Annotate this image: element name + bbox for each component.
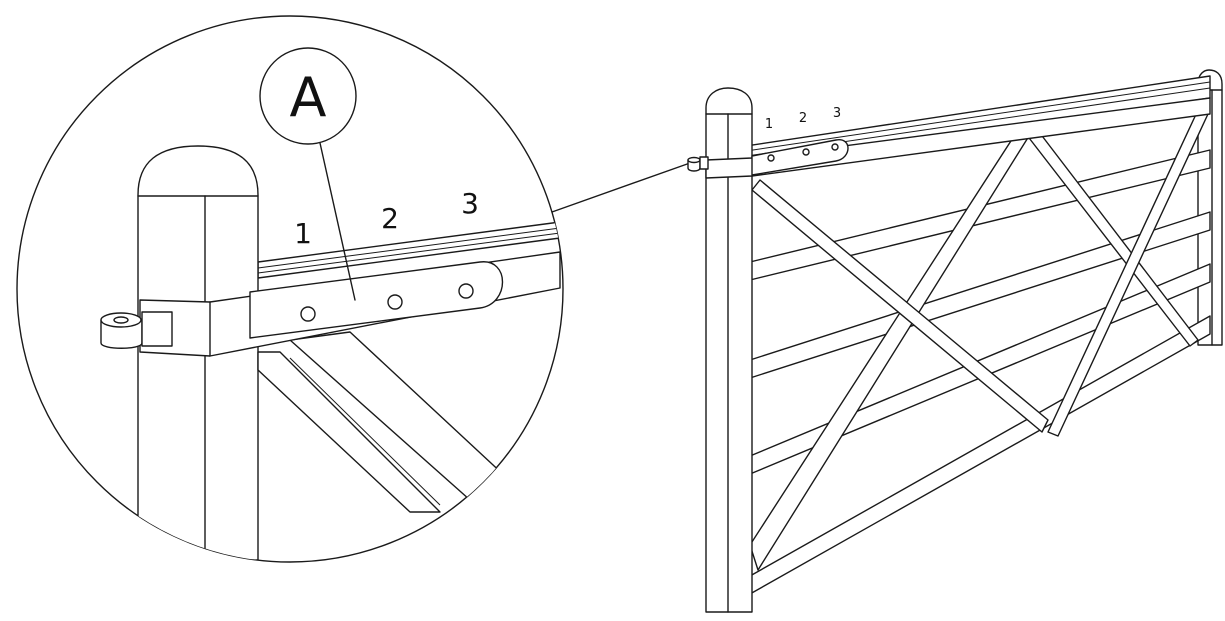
gate-hole-label-3: 3 (833, 106, 841, 121)
detail-brace (257, 331, 521, 513)
detail-hole-3 (458, 283, 474, 299)
hinge-post (705, 87, 753, 613)
detail-hole-2 (387, 294, 403, 310)
detail-hole-label-3: 3 (461, 187, 479, 220)
gate-assembly: 1 2 3 (687, 69, 1223, 613)
gate-hole-label-2: 2 (799, 111, 807, 126)
callout-a-label: A (290, 66, 327, 129)
detail-hole-label-2: 2 (381, 202, 399, 235)
gate-hole-2 (802, 148, 810, 156)
callout-a: A (259, 47, 357, 301)
detail-hinge-eye (100, 311, 173, 349)
brace-c (751, 179, 1049, 433)
gate-hole-label-1: 1 (765, 117, 773, 132)
detail-hole-label-1: 1 (294, 217, 312, 250)
gate-braces (749, 109, 1209, 571)
detail-hinge-strap (139, 251, 561, 357)
gate-hole-3 (831, 143, 839, 151)
gate-hole-1 (767, 154, 775, 162)
detail-hole-1 (300, 306, 316, 322)
detail-leader-line (551, 162, 691, 213)
detail-view: 1 2 3 A (16, 15, 564, 563)
gate-hinge-strap (687, 97, 1211, 179)
